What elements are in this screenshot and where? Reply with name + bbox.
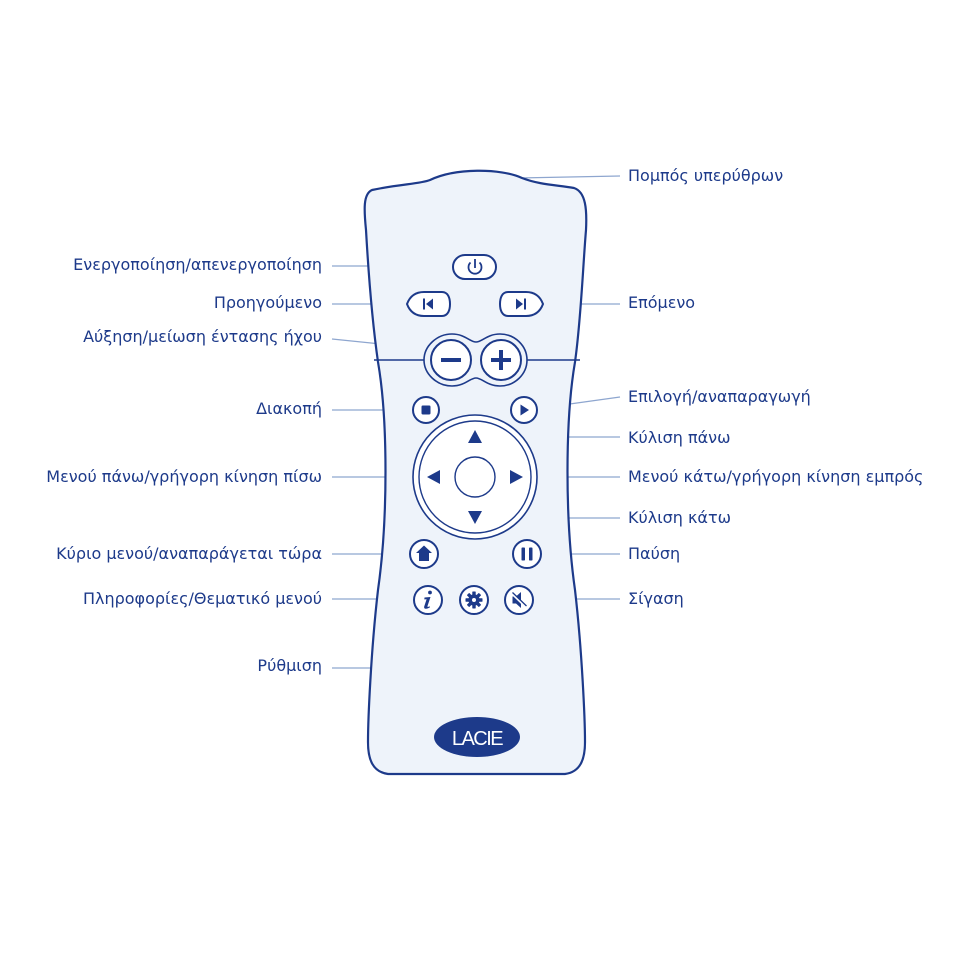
pause-button[interactable] (512, 539, 542, 569)
volume-up-button[interactable] (480, 339, 522, 381)
nav-down-button[interactable] (468, 511, 482, 524)
label-select-play: Επιλογή/αναπαραγωγή (628, 387, 811, 406)
nav-center-button[interactable] (454, 456, 496, 498)
label-info-theme: Πληροφορίες/Θεματικό μενού (82, 589, 322, 608)
arrow-right-icon (510, 470, 523, 484)
skip-previous-icon (423, 298, 433, 310)
leader-ir (517, 175, 621, 179)
label-menu-up-rewind: Μενού πάνω/γρήγορη κίνηση πίσω (46, 467, 322, 486)
arrow-up-icon (468, 430, 482, 443)
play-icon (520, 404, 529, 416)
lacie-logo-text: LACIE (452, 728, 503, 750)
info-button[interactable] (413, 585, 443, 615)
label-pause: Παύση (628, 544, 681, 563)
volume-rocker (423, 333, 528, 387)
label-settings: Ρύθμιση (257, 656, 322, 675)
gear-icon (465, 591, 483, 609)
lacie-logo: LACIE (434, 717, 520, 757)
stop-icon (421, 405, 431, 415)
power-button[interactable] (452, 254, 497, 280)
label-next: Επόμενο (628, 293, 696, 312)
label-ir-transmitter: Πομπός υπερύθρων (628, 166, 784, 185)
arrow-left-icon (427, 470, 440, 484)
navigation-pad (412, 414, 538, 540)
settings-button[interactable] (459, 585, 489, 615)
skip-next-icon (516, 298, 526, 310)
pause-icon (521, 547, 533, 561)
info-icon (424, 590, 432, 609)
label-volume: Αύξηση/μείωση έντασης ήχου (83, 327, 322, 346)
label-menu-down-forward: Μενού κάτω/γρήγορη κίνηση εμπρός (628, 467, 924, 486)
minus-icon (441, 358, 461, 362)
home-button[interactable] (409, 539, 439, 569)
nav-left-button[interactable] (427, 470, 440, 484)
label-home-now-playing: Κύριο μενού/αναπαράγεται τώρα (56, 544, 322, 563)
label-scroll-down: Κύλιση κάτω (628, 508, 732, 527)
volume-down-button[interactable] (430, 339, 472, 381)
stop-button[interactable] (412, 396, 440, 424)
nav-up-button[interactable] (468, 430, 482, 443)
label-scroll-up: Κύλιση πάνω (628, 428, 731, 447)
mute-icon (510, 592, 527, 608)
previous-button[interactable] (405, 291, 452, 317)
next-button[interactable] (498, 291, 545, 317)
label-previous: Προηγούμενο (213, 293, 322, 312)
label-mute: Σίγαση (628, 589, 684, 608)
label-stop: Διακοπή (256, 399, 322, 418)
nav-right-button[interactable] (510, 470, 523, 484)
home-icon (416, 545, 432, 561)
arrow-down-icon (468, 511, 482, 524)
label-power: Ενεργοποίηση/απενεργοποίηση (73, 255, 322, 274)
play-button[interactable] (510, 396, 538, 424)
mute-button[interactable] (504, 585, 534, 615)
power-icon (467, 259, 483, 275)
plus-icon (491, 350, 511, 370)
